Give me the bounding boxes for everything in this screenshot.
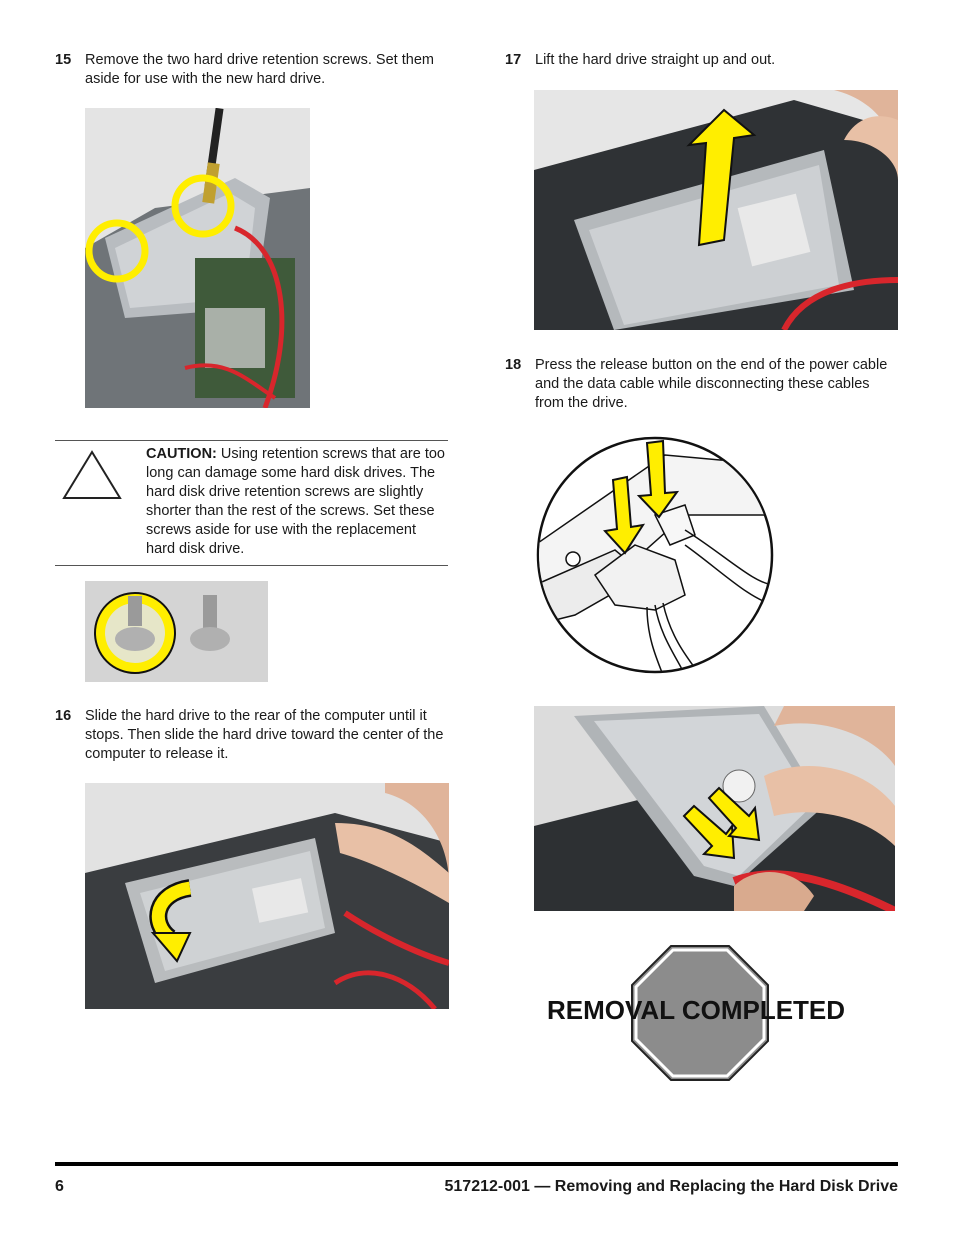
- page-number: 6: [55, 1178, 64, 1195]
- footer-title: 517212-001 — Removing and Replacing the …: [444, 1178, 899, 1195]
- footer-rule: [55, 1162, 898, 1166]
- step-text: Lift the hard drive straight up and out.: [535, 52, 776, 68]
- caution-text: CAUTION: Using retention screws that are…: [146, 445, 446, 559]
- step-number: 16: [55, 708, 72, 724]
- step-text: Remove the two hard drive retention scre…: [85, 52, 434, 87]
- photo-drawing: [534, 90, 898, 330]
- step-text: Slide the hard drive to the rear of the …: [85, 708, 444, 762]
- photo-screws-comparison: [85, 581, 268, 682]
- step-number: 18: [505, 357, 522, 373]
- photo-drawing: [85, 581, 268, 682]
- photo-retention-screws: [85, 108, 310, 408]
- photo-drawing: [534, 706, 895, 911]
- illustration-cable-release: [535, 435, 775, 675]
- stop-sign: [631, 945, 769, 1081]
- removal-completed-label: REMOVAL COMPLETED: [547, 995, 846, 1025]
- photo-disconnect-cables: [534, 706, 895, 911]
- caution-label: CAUTION:: [146, 446, 217, 462]
- caution-body: Using retention screws that are too long…: [146, 446, 445, 557]
- step-text: Press the release button on the end of t…: [535, 357, 888, 411]
- octagon-icon: [631, 945, 769, 1081]
- illustration-drawing: [536, 436, 774, 674]
- caution-box: CAUTION: Using retention screws that are…: [55, 440, 448, 566]
- step-number: 15: [55, 52, 72, 68]
- photo-drawing: [85, 783, 449, 1009]
- warning-triangle-icon: [62, 450, 122, 499]
- photo-drawing: [85, 108, 310, 408]
- step-number: 17: [505, 52, 522, 68]
- photo-slide-drive: [85, 783, 449, 1009]
- photo-lift-drive: [534, 90, 898, 330]
